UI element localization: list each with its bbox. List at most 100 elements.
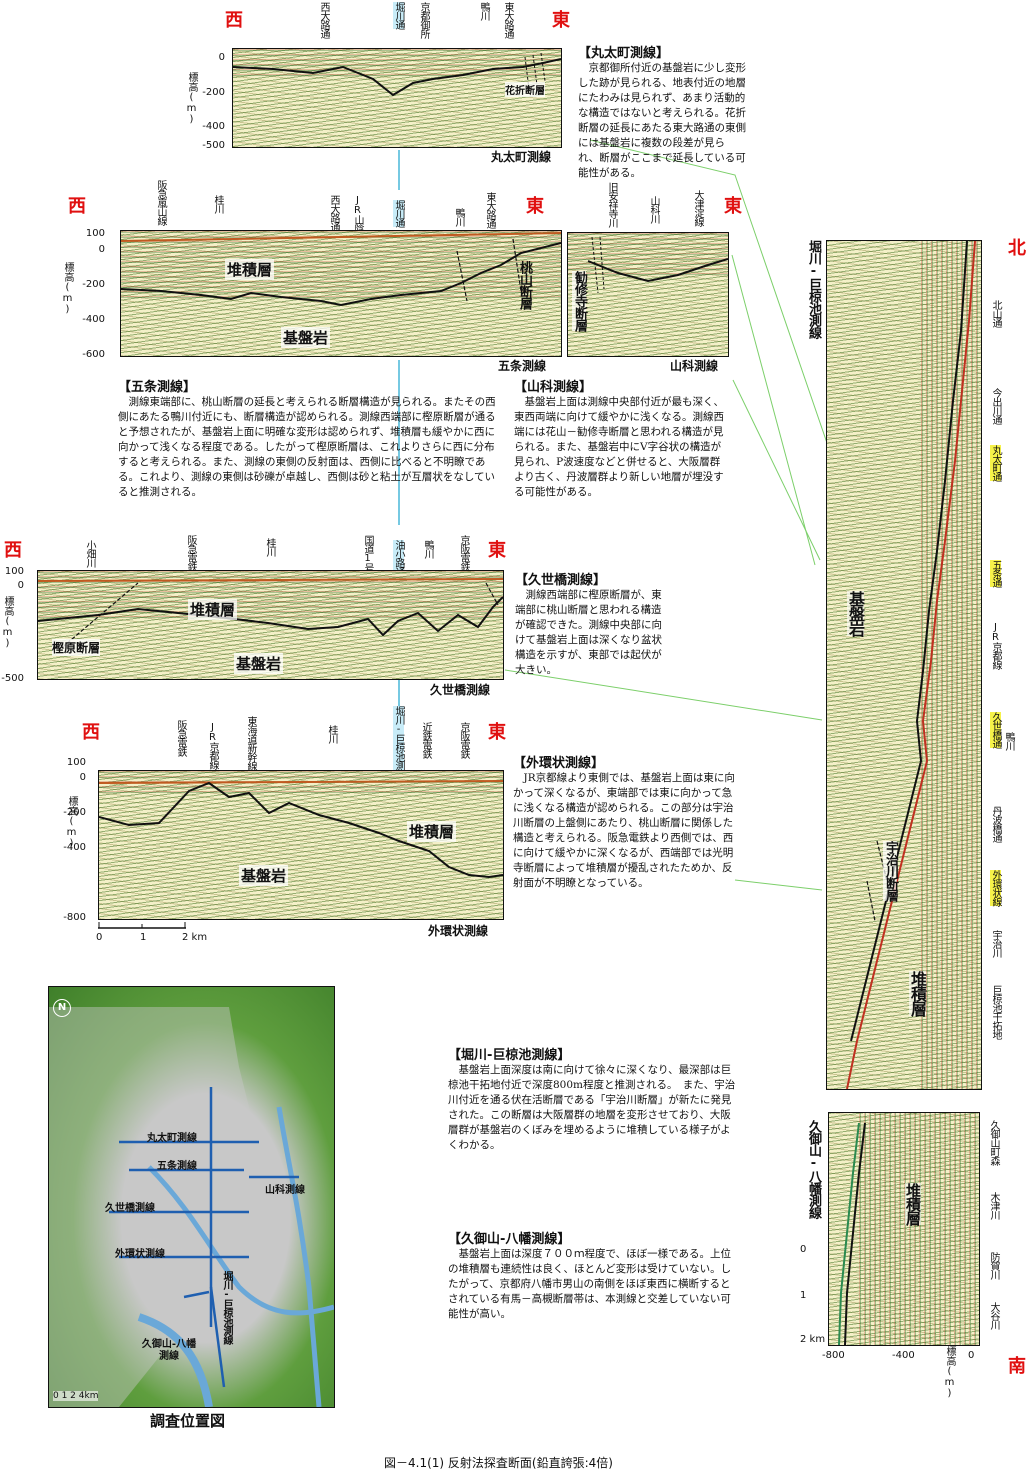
section-heading: 【五条測線】 [118, 380, 197, 395]
station-label: 五条通 [990, 560, 1001, 587]
station-label: JR京都線 [990, 622, 1001, 669]
station-label: 小畑川 [84, 540, 95, 567]
profile-name: 山科測線 [670, 359, 719, 373]
section-text: 基盤岩上面深度は南に向けて徐々に深くなり、最深部は巨椋池干拓地付近で深度800m… [448, 1064, 736, 1151]
scale-label: 0 [96, 932, 103, 943]
station-label: 久世橋通 [990, 712, 1001, 748]
station-label: 油小路通 [393, 540, 404, 576]
section-text: 測線東端部に、桃山断層の延長と考えられる断層構造が見られる。またその西側にあたる… [118, 396, 496, 498]
fault-label: 宇治川断層 [883, 841, 898, 901]
east-label: 東 [724, 196, 742, 217]
section-text: 基盤岩上面は測線中央部付近が最も深く、東西両端に向けて緩やかに浅くなる。測線西端… [514, 396, 724, 498]
y-tick: -200 [202, 87, 225, 98]
station-label: 東大路通 [502, 2, 513, 38]
station-label: 鴨川 [453, 208, 464, 226]
station-label: 桂川 [264, 538, 275, 556]
y-tick: -400 [202, 121, 225, 132]
bedrock-label: 基盤岩 [239, 865, 289, 886]
station-label: 桂川 [212, 195, 223, 213]
station-label: 京都御所 [418, 2, 429, 38]
profile-name: 堀川-巨椋池測線 [806, 240, 821, 338]
y-tick: -200 [82, 279, 105, 290]
station-label: 京阪電鉄 [458, 722, 469, 758]
map-title: 調査位置図 [150, 1412, 226, 1430]
east-label: 東 [488, 540, 506, 561]
east-label: 東 [526, 196, 544, 217]
section-text: 京都御所付近の基盤岩に少し変形した跡が見られる、地表付近の地層にたわみは見られず… [578, 62, 746, 179]
station-label: 国道1号 [362, 535, 373, 572]
station-label: 丸太町通 [990, 445, 1001, 481]
station-label: JR京都線 [207, 722, 218, 769]
station-label: 鴨川 [422, 540, 433, 558]
map-line-label: 外環状測線 [115, 1249, 165, 1260]
section-heading: 【堀川-巨椋池測線】 [448, 1048, 571, 1063]
bedrock-label: 基盤岩 [846, 591, 865, 636]
station-label: 北山通 [990, 300, 1001, 327]
kuze-description: 【久世橋測線】 測線西端部に樫原断層が、東端部に桃山断層と思われる構造が確認でき… [515, 569, 663, 678]
station-label: 堀川通 [393, 200, 404, 227]
west-label: 西 [82, 722, 100, 743]
y-tick: -400 [63, 842, 86, 853]
y-tick: 100 [4, 566, 24, 577]
gaikan-description: 【外環状測線】 JR京都線より東側では、基盤岩上面は東に向かって深くなるが、東端… [513, 752, 735, 891]
station-label: 今出川通 [990, 388, 1001, 424]
y-axis-label: 標高(m) [186, 72, 197, 125]
station-label: 丹波橋通 [990, 806, 1001, 842]
fault-label: 花折断層 [505, 82, 545, 97]
station-label: 阪急電鉄 [175, 720, 186, 756]
west-label: 西 [4, 540, 22, 561]
map-line-label: 山科測線 [265, 1185, 305, 1196]
profile-name: 丸太町測線 [491, 150, 552, 164]
profile-name: 外環状測線 [428, 924, 489, 938]
sediment-label: 堆積層 [904, 1183, 922, 1225]
y-tick: 0 [98, 244, 105, 255]
profile-name: 久世橋測線 [430, 683, 491, 697]
gojo-description: 【五条測線】 測線東端部に、桃山断層の延長と考えられる断層構造が見られる。またそ… [118, 376, 496, 500]
fault-label: 桃山断層 [517, 261, 532, 309]
yamashina-description: 【山科測線】 基盤岩上面は測線中央部付近が最も深く、東西両端に向けて緩やかに浅く… [514, 376, 728, 500]
sediment-label: 堆積層 [908, 971, 927, 1016]
marutamachi-profile: 花折断層 [232, 48, 562, 148]
scale-bar [98, 922, 186, 929]
map-line-label: 堀川-巨椋池測線 [221, 1271, 232, 1344]
south-label: 南 [1008, 1356, 1026, 1377]
y-axis-label: 標高(m) [62, 262, 73, 315]
gaikan-profile: 堆積層 基盤岩 [98, 770, 504, 920]
y-tick: 0 [218, 52, 225, 63]
y-tick: -800 [822, 1350, 845, 1361]
section-heading: 【久世橋測線】 [515, 573, 607, 588]
bedrock-label: 基盤岩 [234, 653, 284, 674]
scale-label: 2 km [800, 1334, 826, 1345]
map-line-label: 久世橋測線 [105, 1203, 155, 1214]
horikawa-description: 【堀川-巨椋池測線】 基盤岩上面深度は南に向けて徐々に深くなり、最深部は巨椋池干… [448, 1044, 738, 1153]
y-tick: -600 [82, 349, 105, 360]
section-heading: 【外環状測線】 [513, 756, 605, 771]
y-tick: -800 [63, 912, 86, 923]
section-heading: 【山科測線】 [514, 380, 593, 395]
station-label: 宇治川 [990, 930, 1001, 957]
west-label: 西 [225, 10, 243, 31]
station-label: 外環状線 [990, 870, 1001, 906]
station-label: 山科川 [648, 196, 659, 223]
y-tick: 0 [17, 580, 24, 591]
y-tick: -500 [202, 140, 225, 151]
scale-label: 1 [140, 932, 147, 943]
sediment-label: 堆積層 [407, 821, 457, 842]
scale-label: 1 [800, 1290, 807, 1301]
y-axis-label: 標高(m) [66, 796, 77, 849]
station-label: 巨椋池干拓地 [990, 985, 1001, 1039]
bedrock-label: 基盤岩 [281, 327, 331, 348]
section-text: 基盤岩上面は深度７００ｍ程度で、ほぼ一様である。上位の堆積層も連続性は良く、ほと… [448, 1248, 732, 1320]
station-label: 鴨川 [478, 2, 489, 20]
station-label: 桂川 [326, 725, 337, 743]
station-label: 京阪電鉄 [458, 535, 469, 571]
gojo-profile: 堆積層 基盤岩 桃山断層 [120, 230, 562, 357]
y-tick: -400 [82, 314, 105, 325]
station-label: 阪急嵐山線 [155, 180, 166, 225]
yamashina-profile: 勧修寺断層 [567, 232, 729, 357]
station-label: 久御山町森 [988, 1120, 999, 1165]
station-label: 旧安祥寺川 [606, 182, 617, 227]
station-label: 近鉄電鉄 [420, 722, 431, 758]
station-label: 堀川通 [393, 2, 404, 29]
